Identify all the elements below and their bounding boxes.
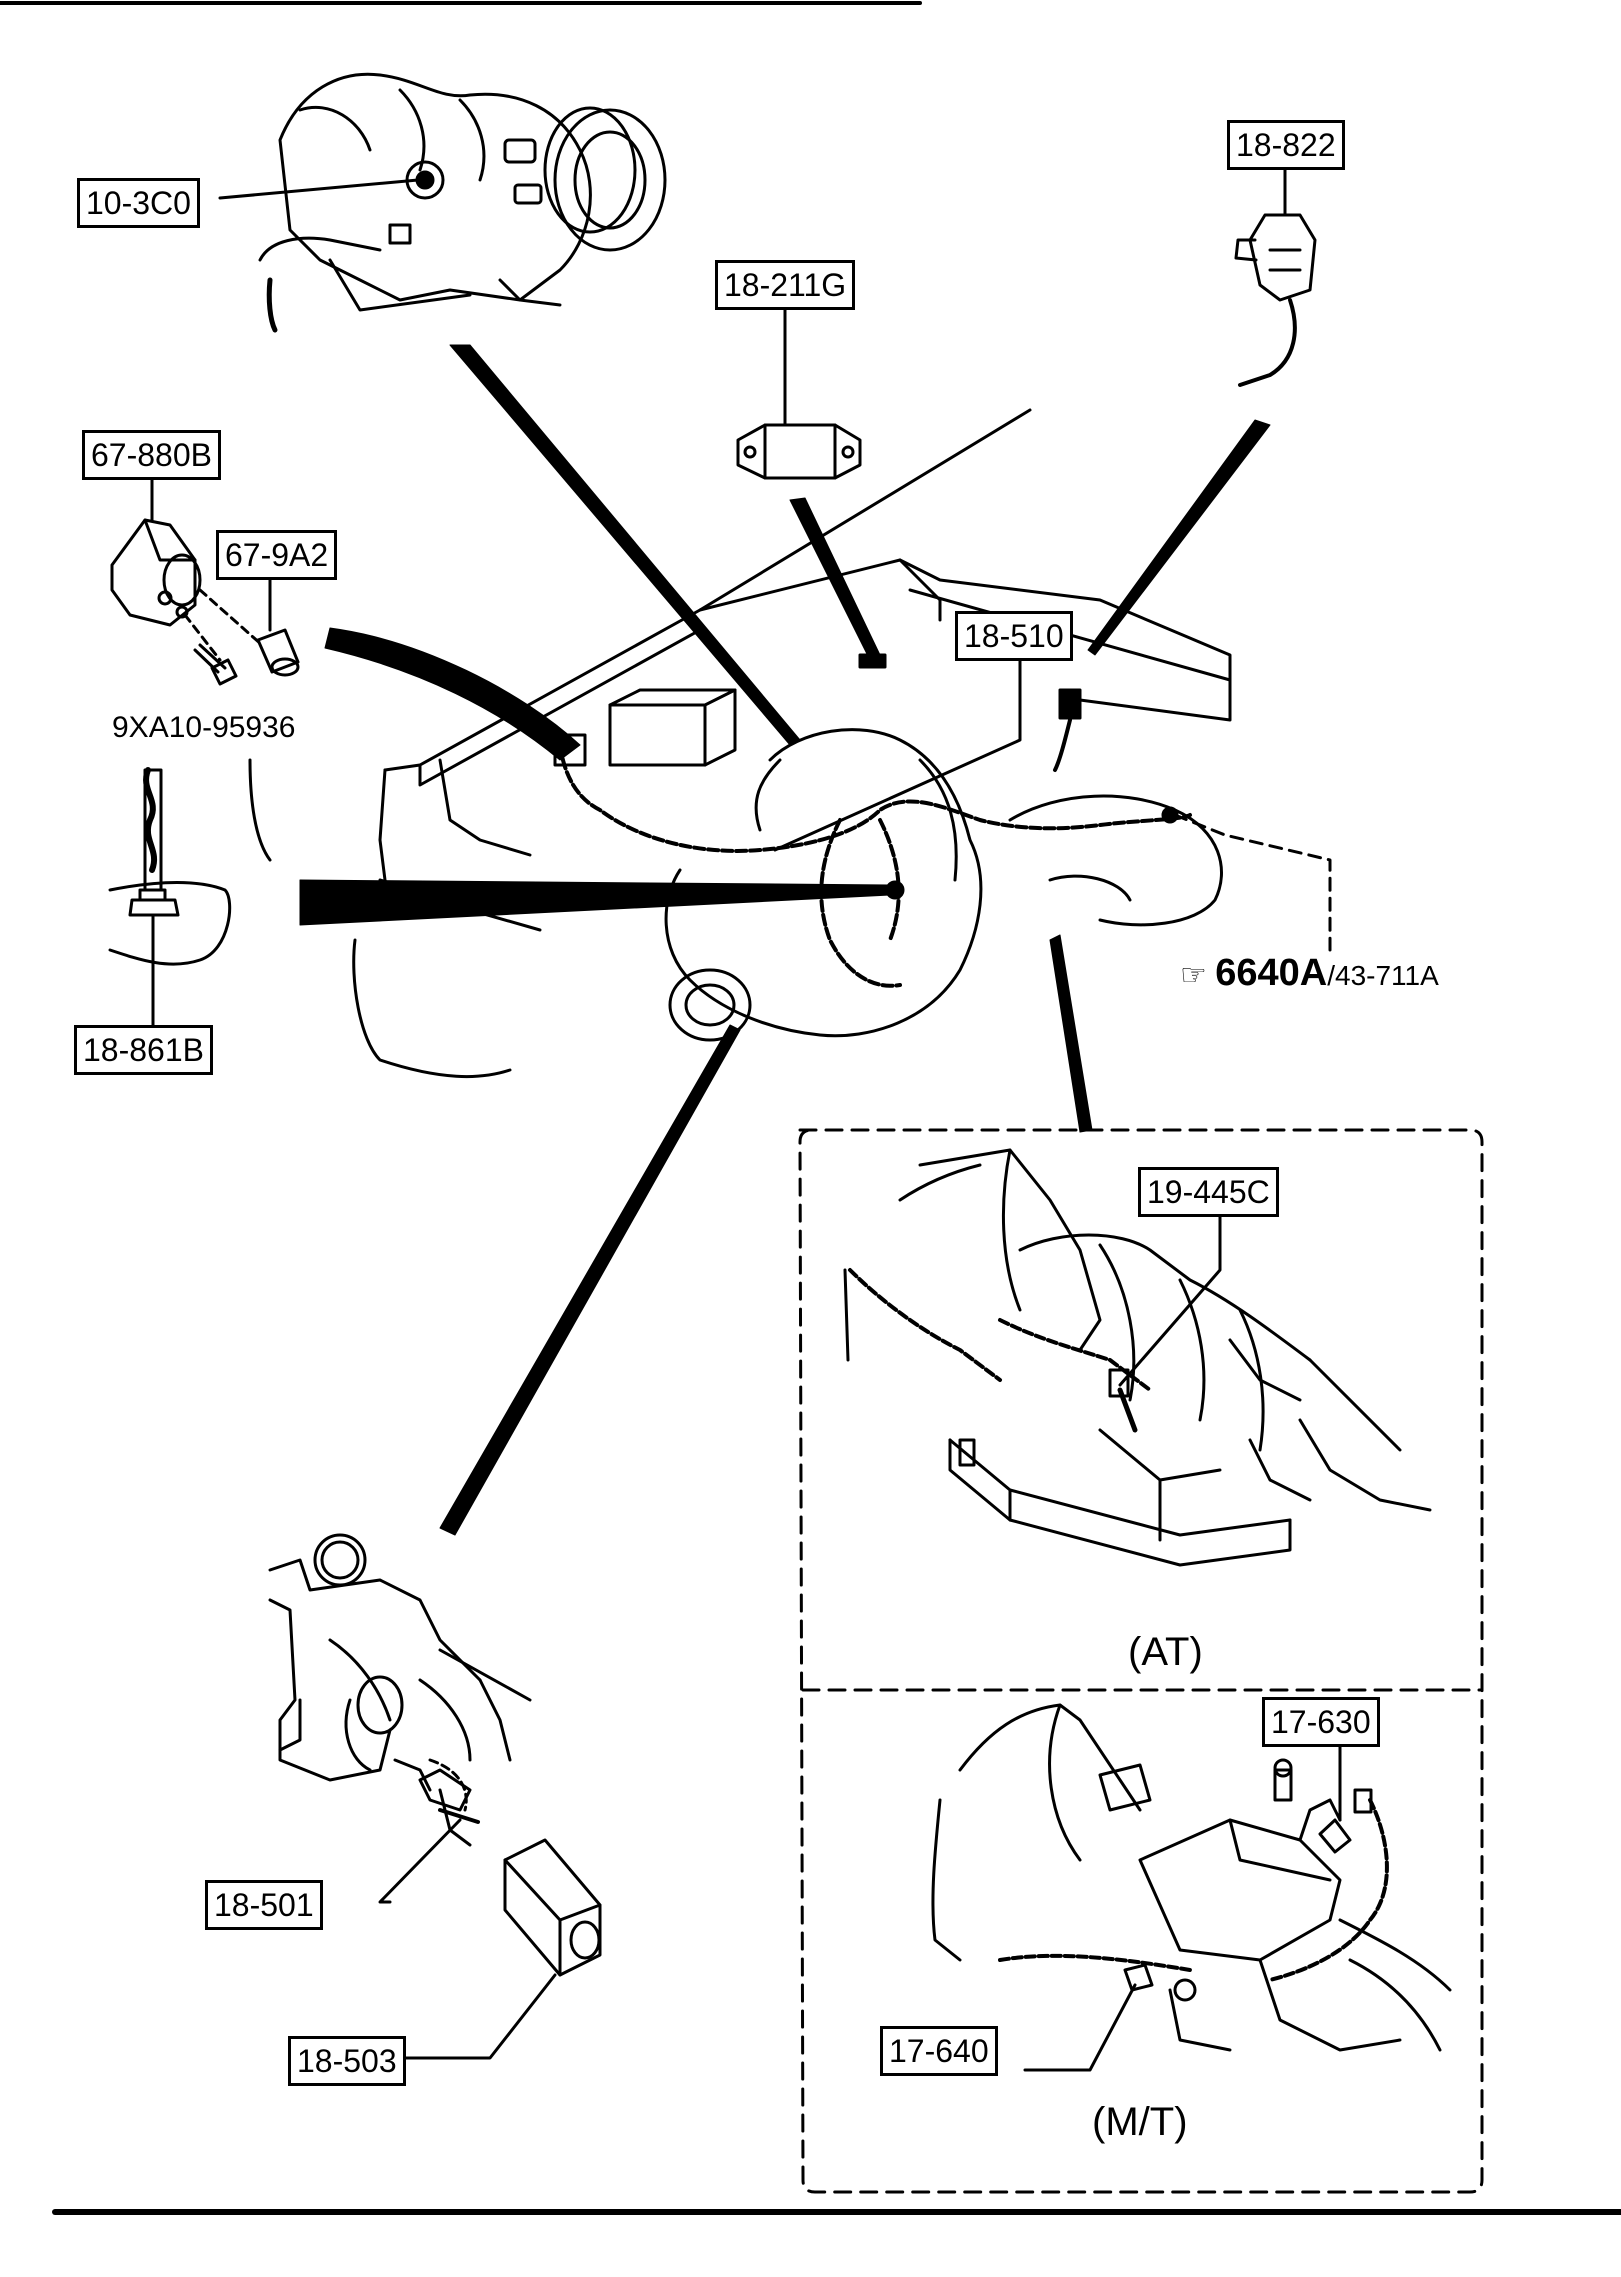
intake-manifold-illustration — [258, 72, 667, 333]
dashed-leader-6640a — [1173, 813, 1332, 952]
leader-10-3c0 — [218, 178, 420, 200]
callout-10-3c0[interactable]: 10-3C0 — [77, 178, 200, 228]
callout-18-822[interactable]: 18-822 — [1227, 120, 1345, 170]
module-18-211g-illustration — [736, 423, 862, 480]
callout-67-9a2[interactable]: 67-9A2 — [216, 530, 338, 580]
leader-18-503 — [383, 1973, 557, 2060]
engine-bay-illustration — [248, 408, 1232, 1079]
sensor-18-822-illustration — [1234, 213, 1317, 387]
callout-18-501[interactable]: 18-501 — [205, 1880, 323, 1930]
callout-67-880b[interactable]: 67-880B — [82, 430, 221, 480]
at-transmission-illustration — [843, 1148, 1432, 1567]
plug-67-9a2-illustration — [256, 628, 300, 677]
engine-block-lower-illustration — [268, 1533, 532, 1847]
pointer-wedge-at — [1049, 934, 1093, 1133]
pointer-wedge-67-880b — [324, 627, 581, 761]
mt-transmission-illustration — [931, 1703, 1452, 2052]
callout-18-510[interactable]: 18-510 — [955, 611, 1073, 661]
reference-sub: /43-711A — [1327, 960, 1439, 991]
callout-19-445c[interactable]: 19-445C — [1138, 1167, 1279, 1217]
callout-18-861b[interactable]: 18-861B — [74, 1025, 213, 1075]
reference-link[interactable]: ☞ 6640A/43-711A — [1180, 952, 1439, 994]
sensor-18-503-illustration — [503, 1838, 602, 1977]
pointer-wedge-18-501 — [439, 1024, 741, 1536]
dashed-guide-bolt — [183, 613, 222, 662]
pointer-wedge-18-861b — [299, 879, 891, 926]
pointer-wedge-manifold — [449, 344, 801, 746]
callout-18-211g[interactable]: 18-211G — [715, 260, 856, 310]
sensor-18-861b-illustration — [128, 767, 180, 917]
reference-main: 6640A — [1215, 952, 1328, 994]
fender-arc-left — [108, 881, 232, 966]
callout-17-630[interactable]: 17-630 — [1262, 1697, 1380, 1747]
bracket-67-880b-illustration — [110, 518, 202, 627]
variant-box — [798, 1128, 1484, 2194]
label-at: (AT) — [1128, 1630, 1203, 1674]
leader-18-510 — [773, 653, 1022, 852]
callout-17-640[interactable]: 17-640 — [880, 2026, 998, 2076]
pointer-wedge-18-211g — [789, 497, 881, 661]
leader-17-640 — [1023, 1983, 1137, 2072]
leader-18-501 — [378, 1818, 462, 1904]
dashed-guide-plug — [198, 588, 264, 647]
label-mt: (M/T) — [1092, 2100, 1188, 2144]
bolt-illustration — [193, 643, 238, 686]
pointing-hand-icon: ☞ — [1180, 959, 1207, 992]
pointer-wedge-18-822 — [1087, 419, 1271, 656]
bolt-part-number: 9XA10-95936 — [112, 711, 296, 744]
leader-19-445c — [1118, 1211, 1222, 1387]
callout-18-503[interactable]: 18-503 — [288, 2036, 406, 2086]
